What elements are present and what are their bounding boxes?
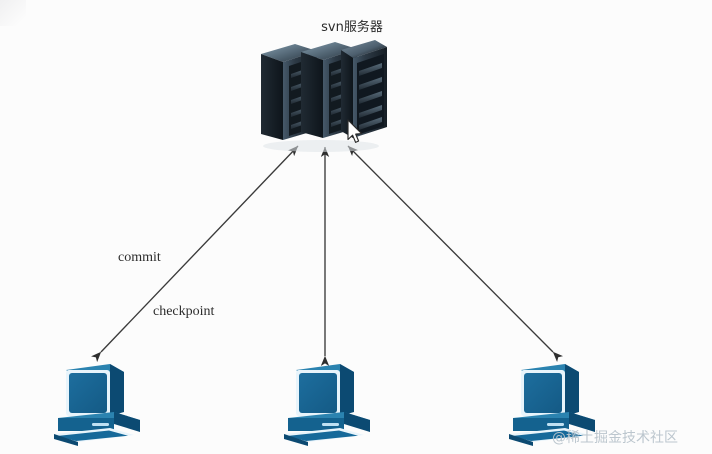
server-rack-unit-3 [341, 40, 387, 138]
edge-label-commit: commit [118, 250, 161, 265]
server-rack-icon [261, 40, 387, 152]
edge-group [91, 145, 564, 366]
watermark: @稀土掘金技术社区 [552, 430, 678, 446]
desktop-computer-icon-left [54, 364, 140, 446]
edge-right-client-to-server [347, 145, 564, 363]
computer-glyph [54, 364, 140, 446]
server-title-label: svn服务器 [0, 16, 712, 35]
mouse-pointer-arrow-icon [347, 119, 363, 143]
desktop-computer-icon-right [509, 364, 595, 446]
computer-glyph [509, 364, 595, 446]
computer-glyph [284, 364, 370, 446]
edge-label-checkpoint: checkpoint [153, 304, 215, 319]
edge-left-client-to-server [91, 145, 299, 363]
desktop-computer-icon-center [284, 364, 370, 446]
corner-tint [0, 0, 26, 26]
server-title-text: svn服务器 [321, 20, 383, 35]
